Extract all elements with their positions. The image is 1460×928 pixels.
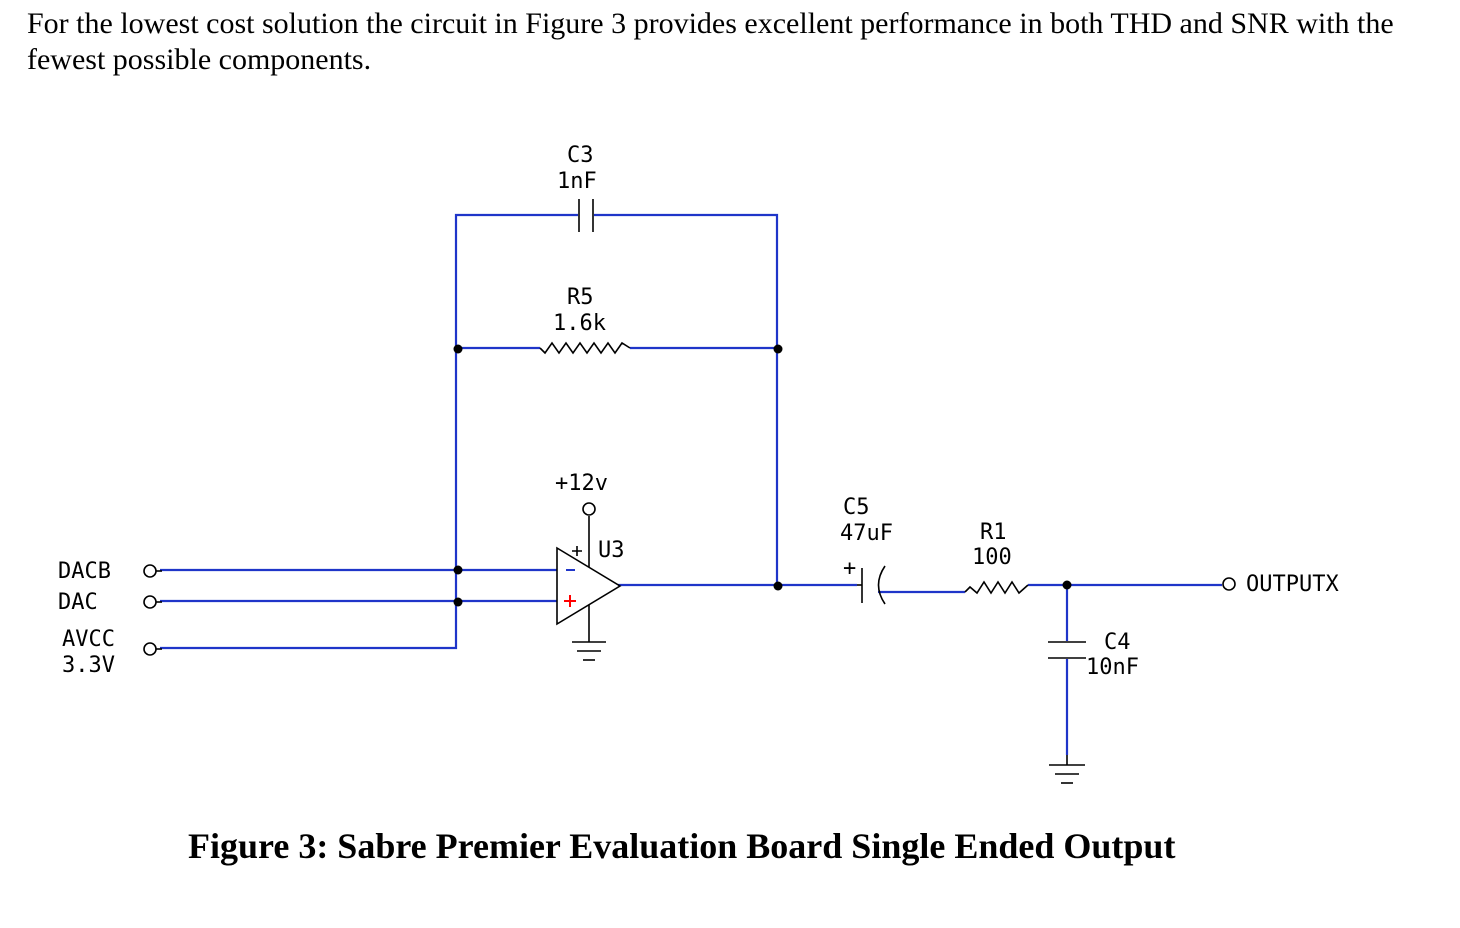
junction-dots [453,344,1072,607]
input-terminals [143,564,162,656]
output-terminal [1222,577,1236,591]
opamp-plus-sign [564,595,576,607]
junction-dot [453,344,463,354]
c5-value-label: 47uF [840,521,893,546]
c3-value-label: 1nF [557,169,597,194]
junction-dot [453,597,463,607]
c3-ref-label: C3 [567,143,594,168]
c4-value-label: 10nF [1086,655,1139,680]
c3-capacitor-symbol [578,199,594,232]
junction-dot [773,344,783,354]
supply-terminal [582,502,596,516]
dacb-terminal [143,564,157,578]
c5-ref-label: C5 [843,495,870,520]
junction-dot [773,581,783,591]
opamp-u3 [556,502,622,661]
avcc-value-label: 3.3V [62,653,115,678]
avcc-label: AVCC [62,627,115,652]
r1-resistor-symbol [964,580,1029,595]
u3-ref-label: U3 [598,538,625,563]
dac-terminal [143,595,157,609]
c5-capacitor-symbol [857,565,886,605]
wires [160,213,1222,755]
output-label: OUTPUTX [1246,572,1339,597]
supply-label: +12v [555,471,608,496]
supply-pin-plus [572,546,582,556]
wire-feedback-left [160,348,458,650]
junction-dot [453,565,463,575]
r1-ref-label: R1 [980,520,1007,545]
avcc-terminal [143,642,157,656]
c4-ref-label: C4 [1104,630,1131,655]
figure-caption: Figure 3: Sabre Premier Evaluation Board… [188,826,1175,866]
r5-resistor-symbol [539,341,631,355]
intro-paragraph: For the lowest cost solution the circuit… [27,7,1394,76]
c5-polarity-label: + [843,556,856,581]
r1-value-label: 100 [972,545,1012,570]
c4-capacitor-symbol [1048,641,1086,659]
ground-icon [1049,755,1085,784]
dacb-label: DACB [58,559,111,584]
r5-value-label: 1.6k [553,311,606,336]
wire-c3-left [454,213,578,348]
junction-dot [1062,580,1072,590]
r5-ref-label: R5 [567,285,594,310]
figure-panel [24,110,1392,900]
dac-label: DAC [58,590,98,615]
wire-c3-right [594,213,779,348]
